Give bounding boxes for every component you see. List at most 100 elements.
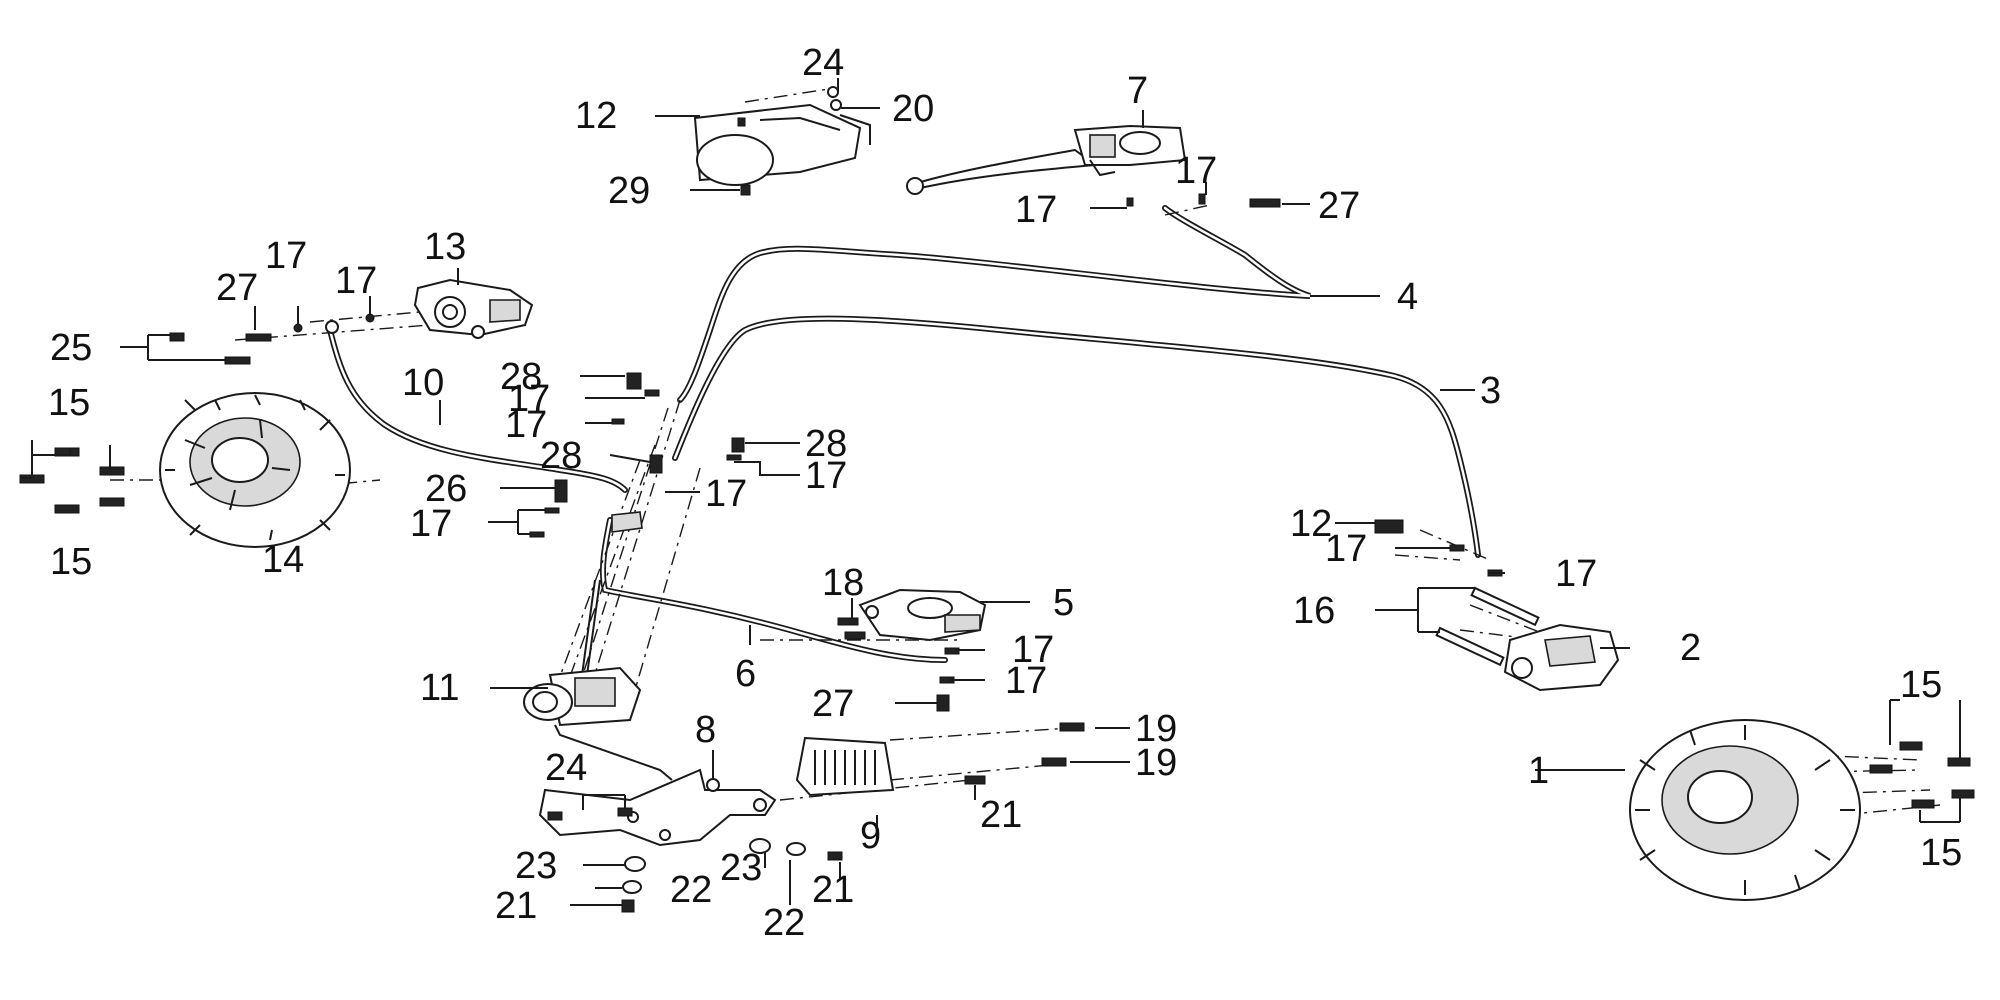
callout-17-right-a: 17 xyxy=(1325,528,1367,570)
callout-17-right-b: 17 xyxy=(1555,553,1597,595)
callout-27-lower: 27 xyxy=(812,683,854,725)
callout-17-mid-e: 17 xyxy=(410,503,452,545)
part-18-bolt-b xyxy=(844,631,866,640)
callout-3: 3 xyxy=(1480,370,1501,412)
part-17-washer-7b xyxy=(1198,193,1206,205)
callout-18: 18 xyxy=(822,562,864,604)
callout-19-b: 19 xyxy=(1135,742,1177,784)
callout-1: 1 xyxy=(1528,750,1549,792)
callout-17-left-a: 17 xyxy=(265,235,307,277)
callout-17-mid-c: 17 xyxy=(805,455,847,497)
callout-27-top: 27 xyxy=(1318,185,1360,227)
part-23-grommet-b xyxy=(749,838,771,854)
part-17-washer-28b xyxy=(611,418,625,425)
callout-labels: 24 20 12 29 7 17 17 27 13 17 17 27 25 4 … xyxy=(48,42,1962,944)
callout-13: 13 xyxy=(424,226,466,268)
part-27-banjo-bolt-5 xyxy=(936,694,950,712)
part-15-bolt-r2 xyxy=(1869,764,1893,774)
part-12-hose-fitting xyxy=(1374,519,1404,534)
part-17-washer-13a xyxy=(293,323,303,333)
leader-lines xyxy=(20,78,1961,906)
callout-15-left-top: 15 xyxy=(48,382,90,424)
callout-26: 26 xyxy=(425,468,467,510)
part-21-bolt-c xyxy=(827,851,843,861)
part-1-brake-disc-right xyxy=(1629,719,1861,901)
part-25-bolt-c xyxy=(169,332,185,342)
callout-17-mid-d: 17 xyxy=(705,473,747,515)
callout-17-lower-b: 17 xyxy=(1005,660,1047,702)
callout-17-left-b: 17 xyxy=(335,260,377,302)
callout-16: 16 xyxy=(1293,590,1335,632)
part-17-washer-13b xyxy=(365,313,375,323)
callout-21-a: 21 xyxy=(980,794,1022,836)
part-21-bolt-a xyxy=(964,775,986,785)
part-17-washer-7a xyxy=(1126,197,1134,207)
part-2-caliper-right xyxy=(1503,623,1620,692)
part-13-caliper-left xyxy=(413,278,534,339)
part-15-bolt-r5 xyxy=(1951,789,1975,799)
part-26-union-bolt xyxy=(554,479,568,503)
callout-28-b: 28 xyxy=(805,423,847,465)
callout-15-right-bottom: 15 xyxy=(1920,832,1962,874)
callout-12-right: 12 xyxy=(1290,503,1332,545)
part-15-bolt-r4 xyxy=(1911,799,1935,809)
callout-4: 4 xyxy=(1397,276,1418,318)
callout-12-top: 12 xyxy=(575,95,617,137)
brake-hoses xyxy=(327,205,1481,691)
callout-15-left-bottom: 15 xyxy=(50,541,92,583)
callout-21-c: 21 xyxy=(495,885,537,927)
callout-5: 5 xyxy=(1053,582,1074,624)
callout-17-mid-b: 17 xyxy=(505,404,547,446)
part-17-washer-26a xyxy=(544,507,560,514)
callout-17-lower-a: 17 xyxy=(1012,629,1054,671)
part-21-bolt-b xyxy=(621,899,635,913)
callout-14: 14 xyxy=(262,539,304,581)
part-19-bolt-a xyxy=(1059,722,1085,732)
part-29-bolt xyxy=(740,184,751,196)
part-11-abs-modulator xyxy=(523,666,673,781)
callout-28-a: 28 xyxy=(500,356,542,398)
callout-25: 25 xyxy=(50,327,92,369)
callout-15-right-top: 15 xyxy=(1900,664,1942,706)
part-17-washer-26b xyxy=(529,531,545,538)
callout-20: 20 xyxy=(892,88,934,130)
callout-19-a: 19 xyxy=(1135,708,1177,750)
callout-17-top-b: 17 xyxy=(1015,189,1057,231)
part-22-washer-b xyxy=(786,842,806,856)
part-9-ecu-module xyxy=(795,736,895,797)
callout-9: 9 xyxy=(860,815,881,857)
callout-17-top-a: 17 xyxy=(1175,150,1217,192)
part-27-banjo-bolt-7 xyxy=(1249,198,1281,208)
part-24-bolt-b xyxy=(617,807,633,817)
callout-28-c: 28 xyxy=(540,435,582,477)
callout-10: 10 xyxy=(402,362,444,404)
part-7-front-master-cylinder xyxy=(906,124,1187,195)
callout-8: 8 xyxy=(695,709,716,751)
part-17-washer-28a xyxy=(644,389,660,397)
callout-22-a: 22 xyxy=(670,869,712,911)
part-25-bolt-b xyxy=(224,356,251,365)
part-19-bolt-b xyxy=(1041,757,1067,767)
part-28-bleed-b xyxy=(649,454,663,474)
part-8-mounting-bracket xyxy=(538,768,777,847)
part-15-bolt-l5 xyxy=(99,497,125,507)
part-25-pin-a xyxy=(325,320,339,334)
callout-27-left: 27 xyxy=(216,267,258,309)
callout-23-a: 23 xyxy=(515,845,557,887)
part-24-bolt-a xyxy=(547,811,563,821)
callout-11: 11 xyxy=(420,667,459,709)
part-18-bolt-a xyxy=(837,617,859,626)
part-28-bleed-c xyxy=(731,437,745,453)
part-15-bolt-l3 xyxy=(99,466,125,476)
part-25-bolt-a xyxy=(245,333,272,342)
callout-23-b: 23 xyxy=(720,847,762,889)
part-23-grommet-a xyxy=(624,856,646,872)
callout-6: 6 xyxy=(735,653,756,695)
part-17-washer-28c xyxy=(726,454,742,461)
callout-24-lower: 24 xyxy=(545,747,587,789)
part-12-abs-unit-top xyxy=(693,86,871,186)
callout-21-b: 21 xyxy=(812,869,854,911)
callout-24-top: 24 xyxy=(802,42,844,84)
callout-7: 7 xyxy=(1127,70,1148,112)
